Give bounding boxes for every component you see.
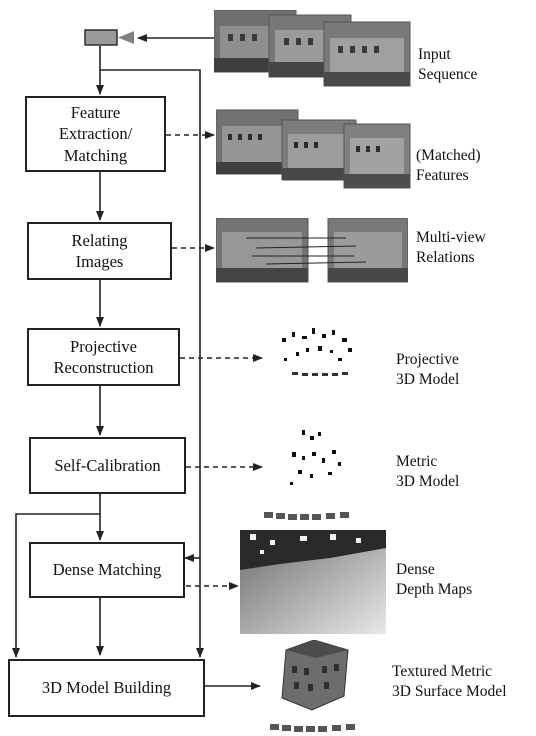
step-feature-extraction: Feature Extraction/ Matching [25, 96, 166, 172]
camera-icon [84, 29, 134, 46]
step-relating-images: Relating Images [27, 222, 172, 280]
step-3d-model-building: 3D Model Building [8, 659, 205, 717]
step-dense-matching: Dense Matching [29, 542, 185, 598]
step-label: Relating Images [71, 230, 128, 271]
step-label: 3D Model Building [41, 678, 172, 698]
step-label: Dense Matching [52, 560, 162, 580]
step-projective-reconstruction: Projective Reconstruction [27, 328, 180, 386]
step-label: Projective Reconstruction [53, 336, 154, 377]
output-label-dense-depth-maps: Dense Depth Maps [396, 561, 473, 598]
output-label-textured-model: Textured Metric 3D Surface Model [392, 663, 507, 700]
metric-3d-model-image [264, 430, 349, 520]
output-label-multi-view-relations: Multi-view Relations [416, 229, 486, 266]
matched-features-image [216, 109, 411, 189]
textured-3d-model-image [270, 640, 355, 732]
input-sequence-image [214, 10, 411, 87]
step-label: Self-Calibration [54, 455, 161, 475]
multi-view-relations-image [216, 218, 408, 283]
output-label-metric-model: Metric 3D Model [396, 453, 460, 490]
projective-3d-model-image [282, 328, 352, 376]
dense-depth-map-image [240, 530, 386, 634]
output-label-input-sequence: Input Sequence [418, 46, 478, 83]
step-label: Feature Extraction/ Matching [58, 103, 133, 165]
step-self-calibration: Self-Calibration [29, 437, 186, 494]
output-label-projective-model: Projective 3D Model [396, 351, 460, 388]
output-label-matched-features: (Matched) Features [416, 147, 481, 184]
